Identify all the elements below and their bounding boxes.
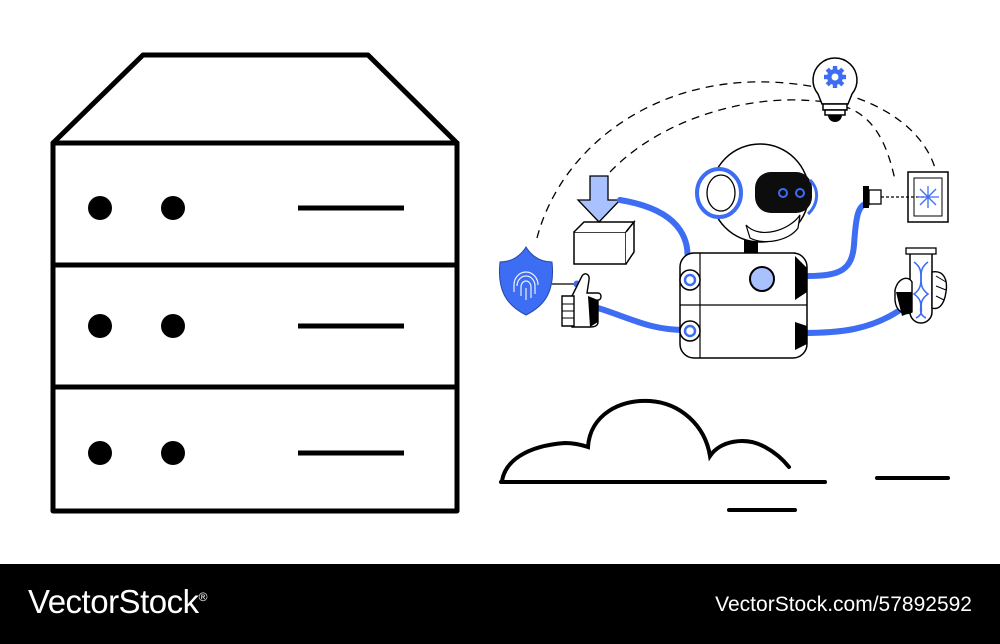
brand-mark: ® (198, 590, 208, 604)
image-url[interactable]: VectorStock.com/57892592 (715, 593, 972, 616)
thumbs-up-hand-icon (561, 273, 602, 328)
server-unit-2 (88, 314, 404, 338)
illustration (50, 52, 950, 514)
shield-fingerprint-icon (498, 246, 554, 316)
cloud-icon (499, 398, 950, 512)
package-download-icon (573, 175, 636, 265)
laser-target-icon (863, 171, 949, 223)
gear-icon (824, 66, 846, 88)
server-rack-icon (50, 52, 460, 514)
brand-name: VectorStock (28, 583, 199, 620)
robot-icon (679, 143, 818, 359)
lightbulb-gear-icon (812, 57, 858, 122)
brand-logo[interactable]: VectorStock® (28, 583, 207, 621)
footer-bar: VectorStock® VectorStock.com/57892592 (0, 564, 1000, 644)
dna-test-tube-icon (894, 247, 948, 324)
server-unit-1 (88, 196, 404, 220)
server-unit-3 (88, 441, 404, 465)
dashed-connection-arcs (536, 81, 936, 239)
